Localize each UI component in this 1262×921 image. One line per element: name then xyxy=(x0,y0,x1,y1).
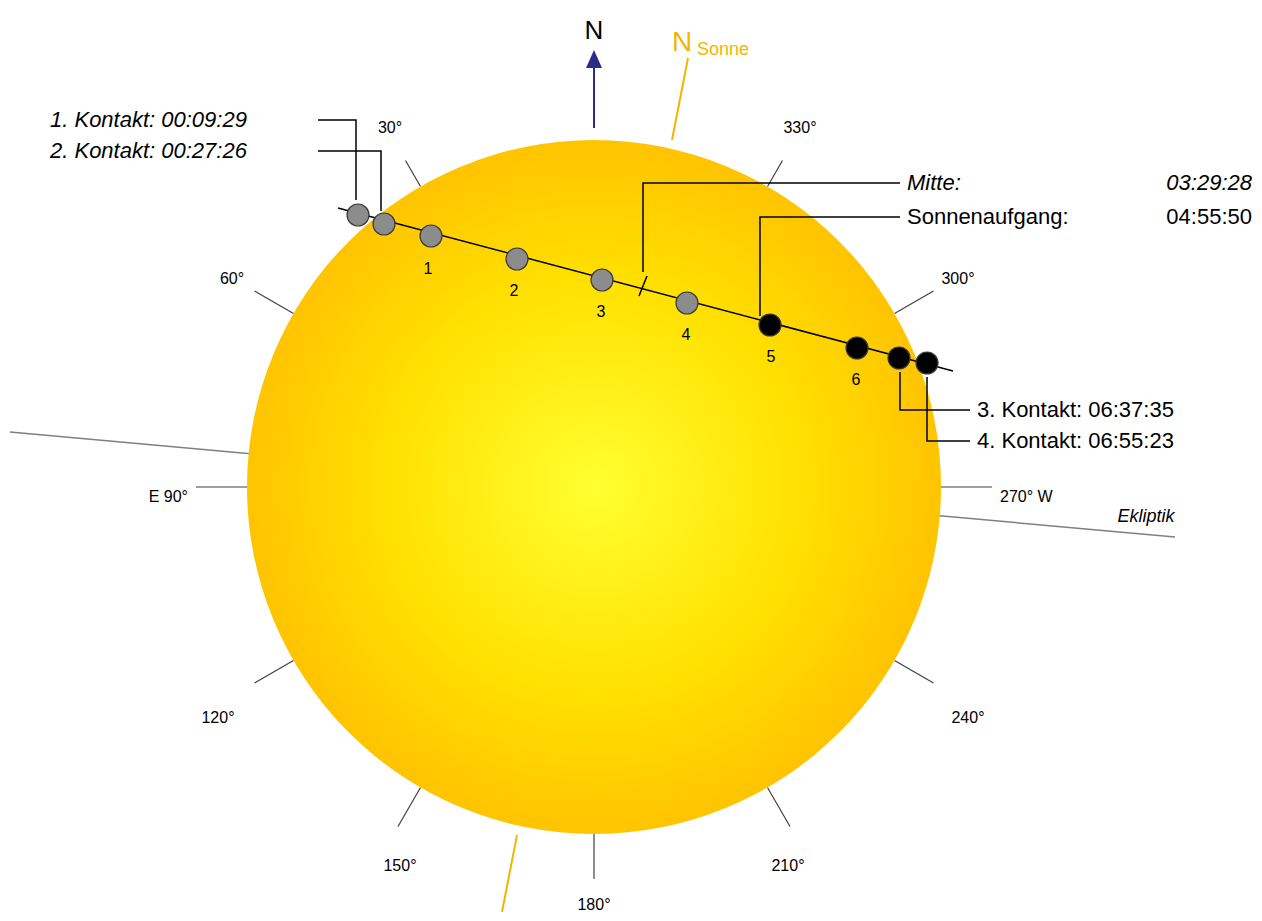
venus-dot xyxy=(506,248,528,270)
callout-number: 1 xyxy=(424,261,433,277)
venus-dot xyxy=(846,337,868,359)
leader-lines xyxy=(318,120,970,441)
angle-label: 180° xyxy=(577,897,610,913)
mid-mark xyxy=(639,276,647,296)
sunrise-label: Sonnenaufgang: xyxy=(907,206,1069,228)
sunrise-time: 04:55:50 xyxy=(1166,206,1252,228)
angle-tick xyxy=(196,486,247,487)
callout-number: 5 xyxy=(767,349,776,365)
venus-dot xyxy=(347,204,369,226)
angle-tick xyxy=(593,834,594,879)
angle-tick xyxy=(406,161,421,187)
venus-dot xyxy=(373,213,395,235)
ecliptic-label: Ekliptik xyxy=(1117,507,1174,525)
contact-label: 4. Kontakt: 06:55:23 xyxy=(977,430,1174,452)
contact-label: 3. Kontakt: 06:37:35 xyxy=(977,399,1174,421)
angle-label: 120° xyxy=(201,710,234,726)
angle-label: 150° xyxy=(383,858,416,874)
north-arrow xyxy=(593,58,595,128)
mid-label: Mitte: xyxy=(907,172,961,194)
angle-label: 240° xyxy=(951,710,984,726)
venus-dot xyxy=(676,292,698,314)
angle-tick xyxy=(895,661,934,684)
solar-north-subscript: Sonne xyxy=(697,40,749,58)
solar-axis xyxy=(502,835,517,912)
angle-tick xyxy=(895,291,934,314)
contact-label: 2. Kontakt: 00:27:26 xyxy=(50,140,247,162)
transit-path xyxy=(338,208,953,371)
contact-label: 1. Kontakt: 00:09:29 xyxy=(50,109,247,131)
angle-tick xyxy=(398,788,421,827)
angle-tick xyxy=(941,486,992,487)
solar-axis xyxy=(672,58,688,140)
callout-number: 4 xyxy=(682,327,691,343)
callout-number: 6 xyxy=(852,372,861,388)
angle-label: 60° xyxy=(220,271,244,287)
angle-tick xyxy=(255,661,294,684)
venus-dot xyxy=(420,225,442,247)
callout-number: 3 xyxy=(597,304,606,320)
angle-label: 270° W xyxy=(1000,489,1053,505)
angle-label: E 90° xyxy=(149,489,188,505)
north-label: N xyxy=(585,17,604,43)
angle-label: 210° xyxy=(771,858,804,874)
angle-label: 30° xyxy=(378,120,402,136)
angle-tick xyxy=(768,788,791,827)
angle-label: 300° xyxy=(941,271,974,287)
angle-label: 330° xyxy=(783,120,816,136)
venus-dot xyxy=(916,352,938,374)
sun-disk xyxy=(247,140,941,834)
angle-tick xyxy=(255,291,294,314)
venus-dot xyxy=(759,314,781,336)
solar-north-label: N xyxy=(672,28,692,56)
mid-time: 03:29:28 xyxy=(1166,172,1252,194)
venus-dot xyxy=(888,347,910,369)
callout-number: 2 xyxy=(510,283,519,299)
venus-dot xyxy=(591,269,613,291)
